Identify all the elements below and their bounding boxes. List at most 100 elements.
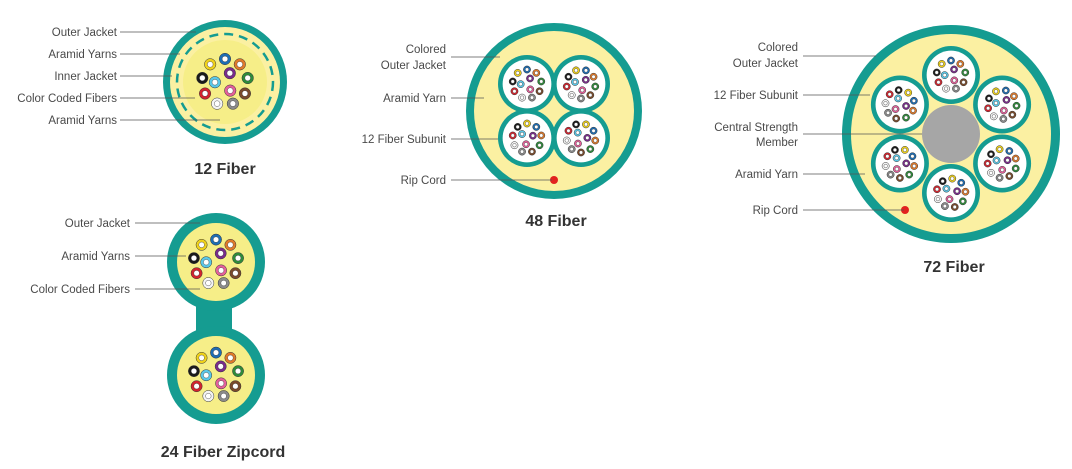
- fiber: [910, 162, 919, 170]
- fiber: [961, 187, 970, 196]
- fiber: [508, 77, 517, 86]
- fiber-core: [1007, 174, 1012, 179]
- fiber-core: [232, 270, 239, 277]
- label-aramid-yarns: Aramid Yarns: [48, 49, 117, 61]
- fiber: [896, 174, 904, 182]
- fiber-core: [887, 92, 892, 97]
- label-outer-jacket: Outer Jacket: [52, 27, 118, 39]
- fiber-core: [963, 70, 968, 75]
- fiber-subunit: [870, 134, 929, 193]
- fiber: [947, 56, 955, 65]
- fiber-core: [198, 354, 205, 361]
- fiber: [518, 93, 526, 102]
- zipcord-half: [167, 213, 265, 311]
- fiber-core: [537, 143, 542, 148]
- fiber-core: [235, 255, 242, 262]
- fiber-core: [539, 133, 544, 138]
- fiber: [564, 126, 573, 135]
- fiber: [961, 68, 970, 77]
- fiber-core: [985, 161, 990, 166]
- fiber: [894, 86, 903, 94]
- fiber-core: [529, 149, 534, 154]
- fiber: [572, 66, 580, 75]
- fiber: [591, 82, 600, 91]
- fiber: [232, 252, 244, 264]
- fiber-core: [883, 101, 888, 106]
- fiber-core: [201, 90, 209, 97]
- fiber: [984, 104, 992, 113]
- title-24-fiber-zipcord: 24 Fiber Zipcord: [161, 444, 285, 461]
- fiber: [1011, 164, 1020, 173]
- fiber: [562, 82, 571, 91]
- fiber-core: [190, 368, 197, 375]
- fiber: [217, 277, 230, 289]
- fiber-core: [217, 250, 224, 257]
- fiber-core: [940, 179, 945, 184]
- fiber: [210, 233, 222, 246]
- fiber: [934, 78, 943, 87]
- fiber: [956, 60, 965, 68]
- fiber-subunit: [922, 46, 980, 104]
- fiber-core: [518, 82, 523, 87]
- fiber-core: [221, 55, 229, 63]
- label-outer-jacket: Outer Jacket: [65, 218, 131, 230]
- label-color-coded-fibers: Color Coded Fibers: [30, 284, 130, 296]
- fiber-core: [520, 132, 525, 137]
- fiber: [224, 351, 237, 364]
- fiber: [195, 238, 208, 251]
- fiber: [567, 145, 576, 153]
- fiber: [1001, 86, 1010, 95]
- fiber: [564, 72, 573, 81]
- fiber-core: [894, 156, 899, 161]
- fiber-core: [537, 89, 542, 94]
- fiber: [892, 114, 901, 123]
- fiber: [532, 123, 541, 131]
- fiber: [574, 139, 582, 148]
- fiber-core: [988, 170, 994, 175]
- label-colored: Colored: [758, 42, 798, 54]
- fiber: [583, 133, 592, 142]
- fiber: [902, 102, 910, 110]
- label-12-fiber-subunit: 12 Fiber Subunit: [362, 134, 447, 146]
- fiber-core: [994, 158, 999, 163]
- fiber: [526, 74, 534, 83]
- fiber-core: [572, 79, 578, 84]
- fiber: [942, 84, 950, 93]
- title-12-fiber: 12 Fiber: [194, 161, 255, 178]
- fiber: [886, 170, 895, 179]
- fiber: [891, 146, 899, 154]
- fiber-core: [997, 175, 1002, 180]
- fiber: [510, 141, 519, 150]
- fiber-core: [211, 79, 219, 86]
- fiber: [572, 120, 580, 129]
- fiber: [881, 162, 890, 170]
- fiber-core: [510, 79, 515, 84]
- fiber: [199, 87, 212, 100]
- fiber-core: [955, 189, 960, 194]
- fiber-core: [1013, 156, 1018, 161]
- fiber: [952, 84, 960, 93]
- fiber: [214, 360, 227, 373]
- fiber: [1011, 154, 1020, 163]
- fiber-core: [236, 61, 243, 68]
- fiber-core: [569, 93, 574, 98]
- fiber: [945, 195, 954, 204]
- fiber-core: [227, 354, 234, 361]
- fiber-core: [892, 147, 897, 152]
- fiber: [881, 99, 890, 108]
- fiber: [950, 76, 959, 85]
- fiber-core: [961, 80, 966, 85]
- fiber-core: [534, 124, 539, 129]
- fiber: [535, 141, 544, 150]
- fiber: [195, 351, 208, 364]
- fiber-core: [578, 96, 584, 101]
- fiber: [577, 148, 585, 157]
- label-colored: Colored: [406, 44, 446, 56]
- fiber-core: [524, 142, 529, 147]
- fiber: [217, 390, 230, 402]
- fiber: [934, 195, 942, 203]
- inner-core: [183, 40, 267, 124]
- fiber-core: [203, 372, 210, 379]
- fiber-core: [218, 267, 225, 274]
